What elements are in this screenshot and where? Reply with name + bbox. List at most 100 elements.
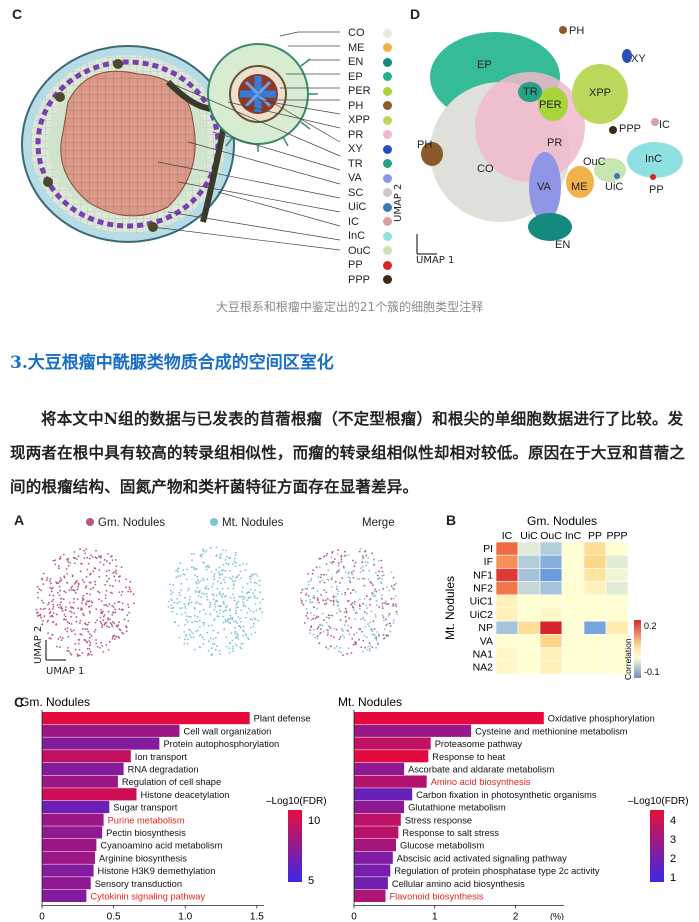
umap-point: [325, 616, 328, 619]
umap-point: [365, 564, 368, 567]
umap-point: [307, 580, 310, 583]
umap-point: [41, 577, 43, 580]
umap-point: [239, 646, 242, 648]
umap-point: [254, 603, 257, 605]
umap-point: [74, 633, 77, 636]
umap-point: [210, 570, 213, 573]
umap-point: [252, 622, 255, 625]
heatmap-cell: [561, 607, 585, 622]
umap-point: [188, 598, 191, 601]
umap-point: [375, 636, 378, 639]
umap-point: [84, 552, 87, 555]
umap-point: [336, 570, 339, 572]
umap-point: [306, 612, 309, 614]
legend-item-ep: EP: [348, 70, 392, 85]
fdr-colorbar: [650, 810, 664, 882]
umap-point: [170, 607, 173, 610]
umap-point: [58, 567, 60, 570]
umap-point: [226, 605, 229, 607]
umap-point: [111, 559, 114, 561]
heatmap-row-label: UiC2: [470, 609, 493, 621]
umap-point: [337, 549, 340, 551]
umap-point: [187, 603, 190, 606]
umap-point: [70, 630, 73, 633]
umap-point: [126, 614, 129, 616]
umap-point: [99, 561, 102, 564]
umap-point: [200, 580, 203, 582]
fdr-colorbar: [288, 810, 302, 882]
umap-point: [253, 581, 256, 584]
heatmap-cell: [517, 660, 541, 675]
umap-point: [108, 569, 111, 572]
umap-point: [218, 612, 221, 615]
umap-point: [392, 603, 394, 605]
umap-point: [73, 551, 76, 553]
umap-point: [390, 597, 393, 600]
umap-point: [83, 614, 85, 617]
umap-point: [49, 637, 52, 640]
umap-point: [219, 609, 222, 612]
umap-point: [93, 631, 96, 633]
umap-point: [371, 552, 374, 555]
umap-point: [382, 574, 385, 577]
umap-point: [311, 587, 313, 590]
umap-point: [93, 567, 96, 569]
umap-point: [63, 618, 66, 620]
umap-point: [215, 554, 218, 557]
umap-point: [358, 604, 361, 606]
umap-point: [122, 608, 124, 611]
umap-point: [127, 603, 129, 606]
heatmap-cell: [517, 554, 541, 569]
umap-point: [67, 557, 70, 560]
umap-point: [362, 565, 364, 568]
umap-point: [114, 559, 117, 561]
umap-point: [381, 607, 384, 609]
umap-point: [382, 634, 385, 636]
umap-point: [241, 601, 244, 603]
umap-point: [351, 638, 354, 640]
umap-point: [115, 565, 118, 567]
umap-point: [36, 611, 39, 613]
umap-point: [239, 570, 242, 573]
umap-point: [254, 631, 256, 634]
umap-point: [344, 607, 347, 610]
umap-point: [189, 595, 191, 598]
umap-point: [351, 573, 354, 576]
umap-point: [173, 601, 176, 604]
umap-point: [324, 599, 327, 602]
umap-point: [171, 610, 174, 613]
umap-point: [228, 609, 231, 612]
umap-point: [232, 562, 234, 565]
umap-point: [229, 596, 232, 599]
umap-point: [314, 617, 317, 620]
umap-point: [194, 581, 197, 583]
umap-point: [376, 574, 379, 577]
umap-point: [80, 633, 83, 636]
heatmap-colorbar-min: -0.1: [644, 667, 660, 677]
umap-point: [390, 571, 393, 574]
umap-point: [183, 642, 186, 645]
umap-point: [371, 591, 373, 594]
umap-point: [368, 642, 371, 645]
umap-point: [223, 603, 226, 606]
umap-point: [389, 625, 392, 627]
umap-label-uic: UiC: [605, 181, 623, 193]
umap-point: [66, 573, 69, 575]
umap-point: [378, 589, 381, 592]
umap-point: [349, 577, 351, 580]
umap-point: [224, 569, 227, 572]
umap-point: [375, 600, 378, 602]
umap-point: [104, 597, 107, 600]
umap-point: [325, 554, 328, 557]
umap-point: [64, 609, 67, 612]
umap-point: [114, 571, 116, 573]
umap-point: [361, 561, 364, 564]
legend-item-sc: SC: [348, 186, 392, 201]
legend-swatch: [383, 275, 392, 285]
umap-point: [187, 589, 189, 592]
umap-point: [224, 595, 226, 598]
umap-point: [202, 608, 205, 611]
umap-point: [305, 614, 308, 617]
umap-point: [220, 605, 222, 608]
umap-point: [371, 630, 374, 633]
